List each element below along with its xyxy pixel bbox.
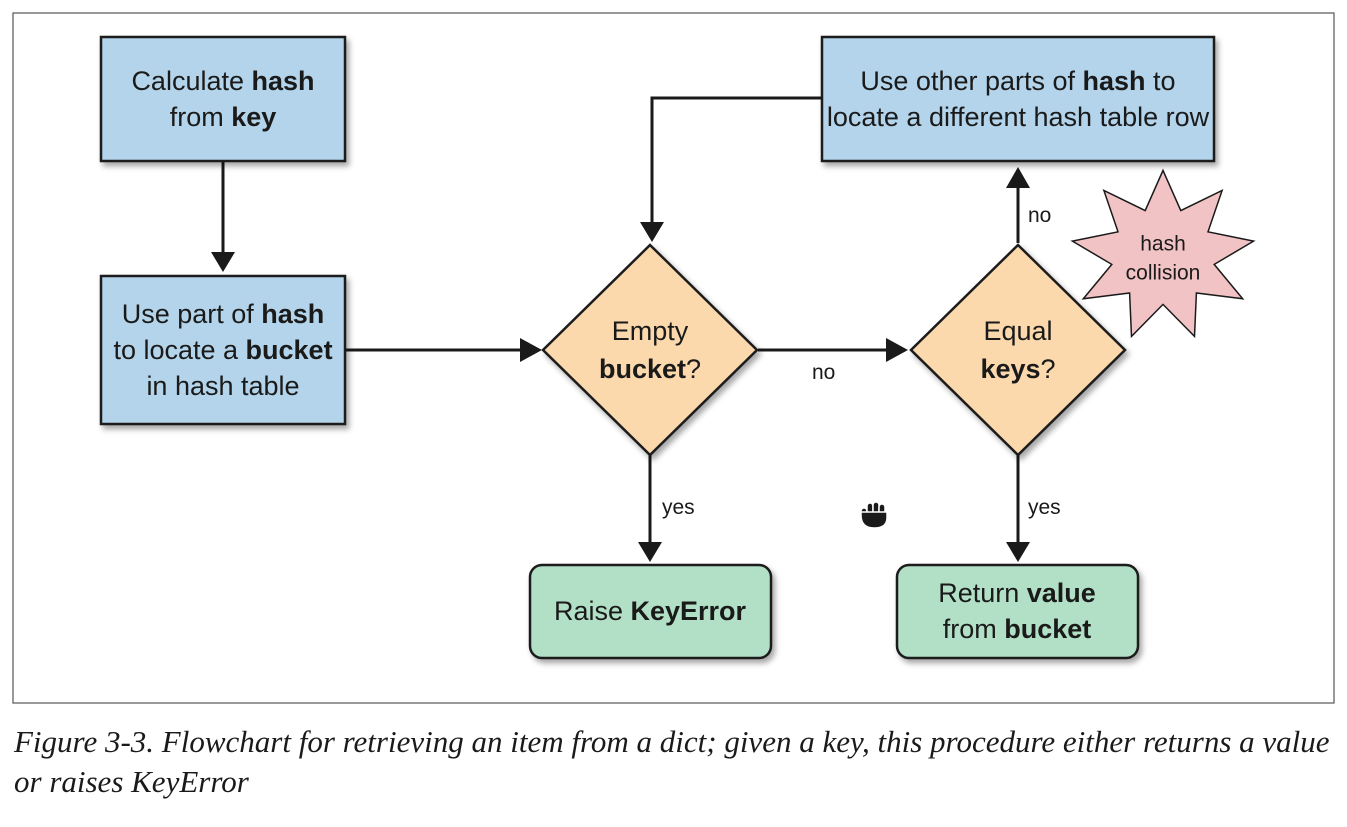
- node-empty-bucket: [541, 243, 759, 457]
- hand-cursor-icon: [858, 498, 892, 535]
- edge-locate-to-empty: [345, 338, 542, 362]
- edge-equal-to-other: [1006, 167, 1030, 243]
- hash-collision-starburst: [1070, 168, 1256, 339]
- edge-empty-to-raise: [638, 455, 662, 562]
- label-empty-yes: yes: [662, 496, 695, 519]
- label-equal-no: no: [1028, 204, 1051, 227]
- node-return-value: [895, 563, 1140, 660]
- edge-other-to-empty: [640, 96, 822, 242]
- edge-calc-to-locate: [211, 160, 235, 272]
- figure-caption: Figure 3-3. Flowchart for retrieving an …: [14, 724, 1330, 799]
- node-other-parts: [820, 35, 1216, 163]
- node-locate-bucket: [99, 274, 347, 426]
- node-equal-keys: [909, 243, 1127, 457]
- node-raise-keyerror-text: Raise KeyError: [554, 596, 747, 626]
- node-raise-keyerror: [528, 563, 773, 660]
- label-equal-yes: yes: [1028, 496, 1061, 519]
- edge-empty-to-equal: [758, 338, 908, 362]
- figure-frame: [12, 12, 1335, 704]
- edge-equal-to-return: [1006, 455, 1030, 562]
- label-empty-no: no: [812, 361, 835, 384]
- node-calc-hash: [99, 35, 347, 163]
